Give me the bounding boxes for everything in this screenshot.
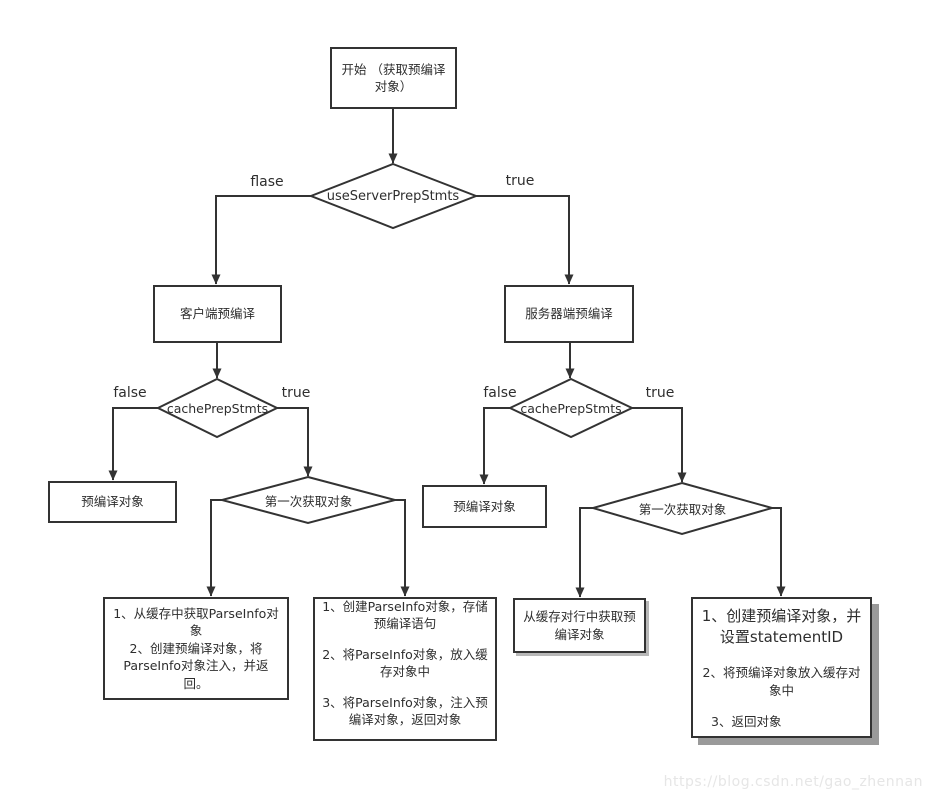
node-server-precompile-label: 服务器端预编译 [525,306,613,322]
edge-cacheright-true [632,407,687,483]
from-cache-parseinfo-item-1: 1、从缓存中获取ParseInfo对象 [113,605,279,639]
edge-firstleft-left [206,499,222,597]
node-client-precompile-label: 客户端预编译 [179,306,255,322]
create-parseinfo-item-2: 2、将ParseInfo对象，放入缓存对象中 [322,646,488,680]
diamond-cacheprepstmts-left [155,377,280,439]
edge-label-cacheleft-false: false [113,385,147,401]
node-start-label: 开始 （获取预编译对象） [341,61,446,95]
edge-label-cacheright-false: false [483,385,517,401]
create-precompiled-item-1: 1、创建预编译对象，并设置statementID [701,607,862,647]
edge-firstright-left [575,507,593,598]
edge-useserver-true [476,195,574,285]
node-server-precompile: 服务器端预编译 [504,285,634,343]
node-precompiled-object-right: 预编译对象 [422,485,547,528]
edge-firstright-right [772,507,786,597]
node-from-cache-precompiled-label: 从缓存对行中获取预编译对象 [523,609,636,642]
diamond-cacheprepstmts-right [507,377,635,439]
node-from-cache-precompiled: 从缓存对行中获取预编译对象 [513,598,646,653]
node-from-cache-parseinfo: 1、从缓存中获取ParseInfo对象 2、创建预编译对象，将ParseInfo… [103,597,289,700]
edge-label-useserver-false: flase [250,174,284,190]
edge-label-cacheright-true: true [645,385,675,401]
edge-cacheright-false [479,407,510,485]
create-precompiled-item-3: 3、返回对象 [711,714,782,730]
diamond-useserverprepstmts [308,162,479,230]
node-precompiled-object-left-label: 预编译对象 [81,494,144,510]
edge-cacheleft-true [277,407,313,477]
node-client-precompile: 客户端预编译 [153,285,282,343]
edge-cacheleft-false [108,407,158,481]
node-precompiled-object-left: 预编译对象 [48,481,177,523]
create-parseinfo-item-1: 1、创建ParseInfo对象，存储预编译语句 [322,598,488,632]
edge-firstleft-right [395,499,410,597]
node-start: 开始 （获取预编译对象） [330,47,457,109]
from-cache-parseinfo-item-2: 2、创建预编译对象，将ParseInfo对象注入，并返回。 [123,640,269,691]
csdn-watermark: https://blog.csdn.net/gao_zhennan [663,774,923,790]
edge-useserver-false [211,195,311,285]
node-precompiled-object-right-label: 预编译对象 [453,498,516,514]
create-precompiled-item-2: 2、将预编译对象放入缓存对象中 [702,665,861,698]
node-create-precompiled: 1、创建预编译对象，并设置statementID 2、将预编译对象放入缓存对象中… [691,597,872,738]
diamond-firstfetch-left [218,475,399,525]
diamond-firstfetch-right [589,481,776,536]
create-parseinfo-item-3: 3、将ParseInfo对象，注入预编译对象，返回对象 [322,694,488,728]
edge-label-useserver-true: true [505,173,535,189]
node-create-parseinfo: 1、创建ParseInfo对象，存储预编译语句 2、将ParseInfo对象，放… [313,597,497,741]
edge-label-cacheleft-true: true [281,385,311,401]
